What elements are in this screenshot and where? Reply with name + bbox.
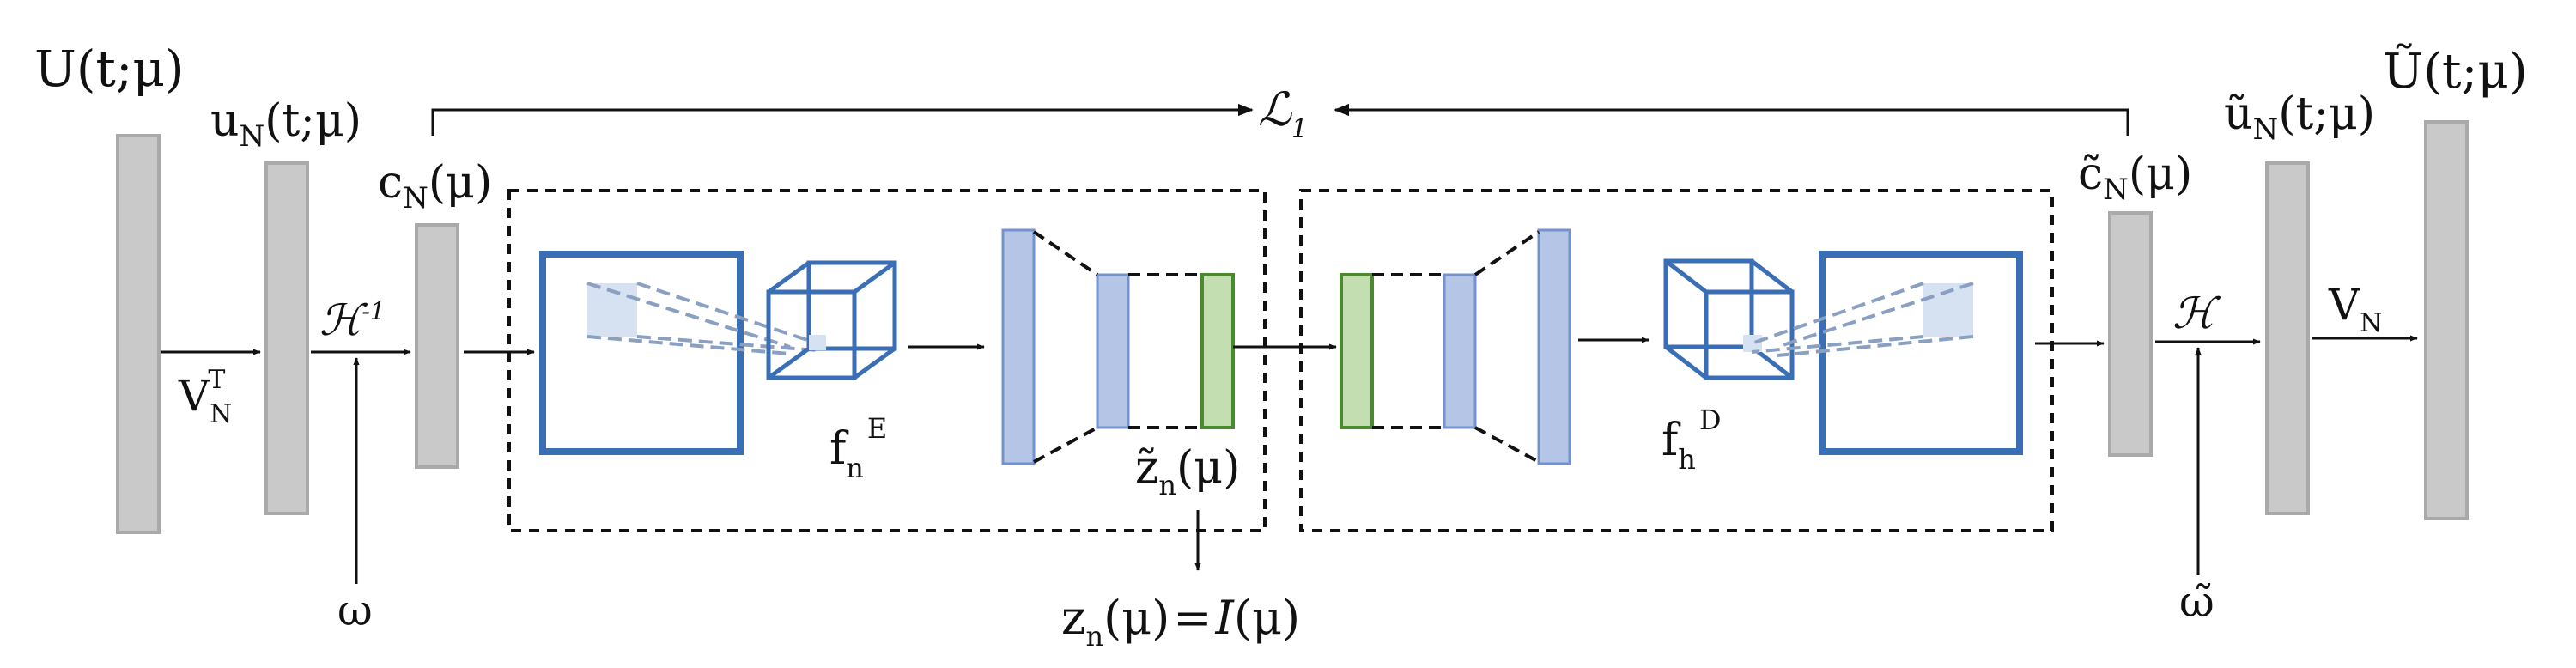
label-L1-loss: ℒ1	[1258, 82, 1308, 144]
label-z-output: zn(μ)=I(μ)	[1061, 591, 1300, 653]
label-V-N-T: VNT	[178, 365, 232, 429]
encoder-dense-layer-1	[1001, 228, 1036, 465]
label-c-N: cN(μ)	[378, 157, 492, 216]
decoder-box	[1299, 189, 2054, 532]
decoder-dense-link	[1474, 426, 1540, 464]
loss-bracket-right	[1334, 103, 2129, 136]
label-z-tilde: z̃n(μ)	[1135, 442, 1240, 501]
decoder-cube-icon	[1663, 258, 1795, 380]
label-V-N: VN	[2328, 280, 2382, 338]
encoder-box	[507, 189, 1267, 532]
reconstructed-coefficient-bar	[2108, 211, 2153, 457]
encoder-kernel-ray	[636, 282, 818, 345]
decoder-kernel-ray	[1777, 282, 1974, 349]
coefficient-bar	[415, 223, 459, 469]
encoder-dense-link	[1032, 230, 1099, 276]
encoder-cube-icon	[766, 260, 897, 380]
encoder-dense-link	[1033, 426, 1098, 464]
encoder-kernel-ray	[586, 335, 791, 355]
decoder-dense-layer-2	[1537, 228, 1571, 465]
encoder-dense-layer-2	[1096, 273, 1130, 429]
input-snapshot-bar	[116, 134, 161, 534]
encoder-kernel-ray	[586, 282, 791, 349]
decoder-kernel-ray	[1777, 335, 1974, 357]
label-f-D: fhD	[1662, 404, 1722, 476]
label-U-tilde: Ũ(t;μ)	[2383, 43, 2528, 100]
decoder-dense-link	[1473, 230, 1540, 276]
label-omega: ω	[337, 586, 373, 635]
encoder-kernel-ray	[636, 335, 818, 352]
reduced-snapshot-bar	[264, 161, 309, 515]
encoder-input-grid	[539, 251, 744, 455]
encoder-latent-layer	[1200, 273, 1235, 429]
decoder-latent-layer	[1340, 273, 1374, 429]
label-c-tilde: c̃N(μ)	[2078, 149, 2192, 207]
decoder-kernel-ray	[1751, 282, 1924, 345]
label-f-E: fnE	[829, 412, 887, 484]
label-u-N: uN(t;μ)	[210, 95, 361, 154]
label-H: ℋ	[2172, 288, 2221, 338]
label-U-input: U(t;μ)	[34, 39, 185, 98]
decoder-output-grid	[1819, 251, 2023, 455]
reconstructed-reduced-bar	[2265, 161, 2310, 515]
loss-bracket-left	[431, 103, 1254, 136]
label-u-tilde: ũN(t;μ)	[2224, 88, 2375, 147]
label-omega-tilde: ω̃	[2179, 577, 2215, 627]
decoder-kernel-ray	[1751, 335, 1924, 354]
label-H-inverse: ℋ-1	[319, 295, 386, 345]
reconstructed-snapshot-bar	[2424, 120, 2469, 520]
decoder-dense-layer-1	[1443, 273, 1477, 429]
